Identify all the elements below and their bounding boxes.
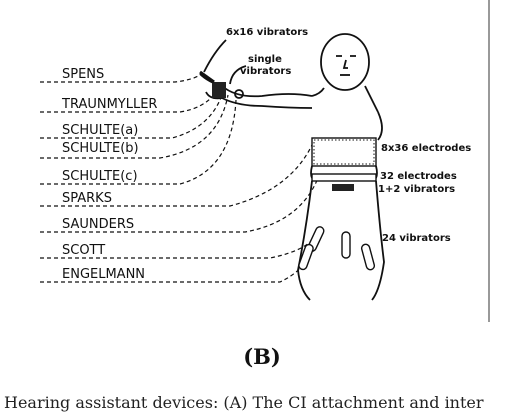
arrow-6x16 xyxy=(203,39,227,73)
label-schulte-a: SCHULTE(a) xyxy=(62,123,138,138)
leader-schulte-a xyxy=(40,94,223,139)
label-scott: SCOTT xyxy=(62,243,105,258)
figure-caption: Hearing assistant devices: (A) The CI at… xyxy=(4,393,484,412)
torso-electrode-belt xyxy=(310,111,383,191)
forearm-vibrator-array xyxy=(297,180,385,301)
leader-sparks xyxy=(40,144,313,207)
annotation-single-line2: vibrators xyxy=(240,66,291,77)
label-engelmann: ENGELMANN xyxy=(62,267,145,282)
label-sparks: SPARKS xyxy=(62,191,112,206)
leader-saunders xyxy=(40,177,319,233)
label-traunmyller: TRAUNMYLLER xyxy=(61,97,157,112)
label-spens: SPENS xyxy=(62,67,104,82)
leader-spens xyxy=(40,74,201,83)
annotation-24-vibrators: 24 vibrators xyxy=(382,233,451,244)
annotation-1-2-vibrators: 1+2 vibrators xyxy=(378,184,455,195)
annotation-single-line1: single xyxy=(248,54,282,65)
label-saunders: SAUNDERS xyxy=(62,217,134,232)
annotation-8x36-electrodes: 8x36 electrodes xyxy=(381,143,471,154)
hearing-devices-diagram: SPENS TRAUNMYLLER SCHULTE(a) SCHULTE(b) … xyxy=(40,0,490,322)
arrow-single-vibrators xyxy=(229,65,247,85)
annotation-32-electrodes: 32 electrodes xyxy=(380,171,457,182)
label-schulte-c: SCHULTE(c) xyxy=(62,169,138,184)
finger-vibrator-hand xyxy=(199,70,244,99)
annotation-6x16-vibrators: 6x16 vibrators xyxy=(226,27,308,38)
leader-schulte-c xyxy=(40,99,237,185)
label-schulte-b: SCHULTE(b) xyxy=(62,141,139,156)
person-head xyxy=(311,33,379,113)
panel-label: (B) xyxy=(243,344,281,369)
